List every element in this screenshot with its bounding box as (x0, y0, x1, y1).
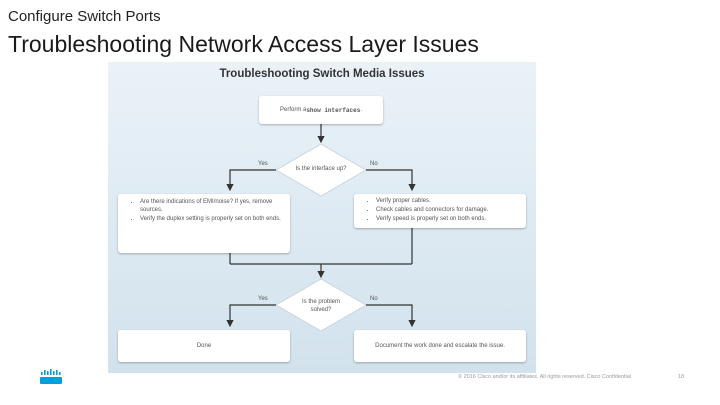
decision1-yes-label: Yes (258, 161, 268, 167)
flowchart-connectors (226, 124, 416, 332)
start-suffix: . (360, 107, 363, 113)
done-box: Done (118, 330, 290, 362)
flowchart-diagram: Troubleshooting Switch Media Issues Perf… (108, 62, 536, 373)
decision1-label: Is the interface up? (295, 166, 347, 172)
slide-title: Troubleshooting Network Access Layer Iss… (8, 31, 479, 57)
arrow-decision2-yes (226, 304, 276, 328)
list-item: Verify proper cables. (376, 198, 518, 206)
no-action-box: Verify proper cables. Check cables and c… (354, 194, 526, 228)
diagram-title: Troubleshooting Switch Media Issues (219, 68, 425, 80)
decision2-no-label: No (370, 296, 378, 302)
start-box: Perform a show interfaces. (259, 96, 383, 124)
list-item: Verify speed is properly set on both end… (376, 216, 518, 224)
page-number: 18 (678, 374, 685, 380)
start-command: show interfaces (306, 106, 361, 114)
arrow-decision1-yes (226, 169, 276, 192)
arrow-decision1-no (366, 169, 416, 192)
cisco-logo-icon (40, 369, 62, 384)
document-box: Document the work done and escalate the … (354, 330, 526, 362)
yes-action-list: Are there indications of EMI/noise? If y… (124, 199, 282, 223)
no-action-list: Verify proper cables. Check cables and c… (360, 198, 518, 223)
start-prefix: Perform a (279, 107, 307, 113)
list-item: Verify the duplex setting is properly se… (140, 216, 282, 224)
decision2-label: Is the problem solved? (301, 299, 341, 314)
decision1-no-label: No (370, 161, 378, 167)
list-item: Are there indications of EMI/noise? If y… (140, 199, 282, 215)
footer-copyright: © 2016 Cisco and/or its affiliates. All … (458, 374, 632, 380)
decision1-diamond (275, 143, 367, 197)
section-label: Configure Switch Ports (8, 8, 161, 25)
decision2-yes-label: Yes (258, 296, 268, 302)
decision2-diamond (275, 278, 367, 332)
arrow-decision2-no (366, 304, 416, 328)
list-item: Check cables and connectors for damage. (376, 207, 518, 215)
yes-action-box: Are there indications of EMI/noise? If y… (118, 194, 290, 253)
